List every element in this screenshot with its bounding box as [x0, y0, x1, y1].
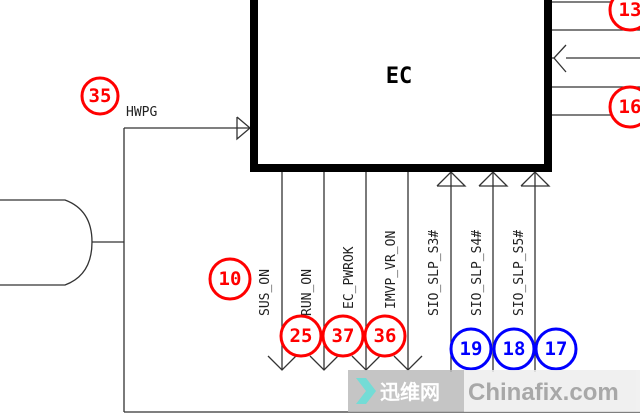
signal-label: RUN_ON [300, 269, 315, 316]
marker-circle [608, 85, 640, 129]
hwpg-label: HWPG [126, 105, 157, 120]
marker-number: 18 [503, 338, 526, 360]
marker-number: 36 [374, 325, 397, 347]
watermark: 迅维网 Chinafix.com [348, 370, 640, 412]
marker-number: 37 [332, 325, 355, 347]
marker-number: 19 [460, 338, 483, 360]
marker-circle [608, 0, 640, 32]
arrow-in-icon [236, 116, 252, 141]
marker-circle [321, 314, 365, 358]
signal-label: SUS_ON [258, 269, 273, 316]
marker-circle [208, 257, 252, 301]
marker-circle [534, 327, 578, 371]
marker-number: 35 [89, 85, 112, 107]
marker-circle [492, 327, 536, 371]
ec-label: EC [386, 64, 413, 89]
watermark-en: Chinafix.com [468, 379, 619, 406]
marker-number: 25 [290, 325, 313, 347]
marker-circle [363, 314, 407, 358]
marker-number: 13 [619, 0, 640, 21]
arrow-in-icon [553, 44, 567, 73]
marker-number: 16 [619, 96, 640, 118]
marker-circle [279, 314, 323, 358]
signal-label: SIO_SLP_S4# [470, 230, 485, 316]
marker-number: 17 [545, 338, 568, 360]
signal-label: SIO_SLP_S5# [512, 230, 527, 316]
signal-label: EC_PWROK [342, 246, 357, 309]
chevron-logo-icon [356, 378, 376, 404]
signal-label: SIO_SLP_S3# [427, 230, 442, 316]
ec-block [250, 0, 552, 172]
marker-circle [449, 327, 493, 371]
marker-circle [80, 76, 120, 116]
and-gate-icon [0, 199, 93, 286]
marker-number: 10 [219, 268, 242, 290]
input-wires [436, 171, 551, 372]
watermark-cn: 迅维网 [380, 380, 440, 404]
signal-label: IMVP_VR_ON [384, 231, 399, 309]
